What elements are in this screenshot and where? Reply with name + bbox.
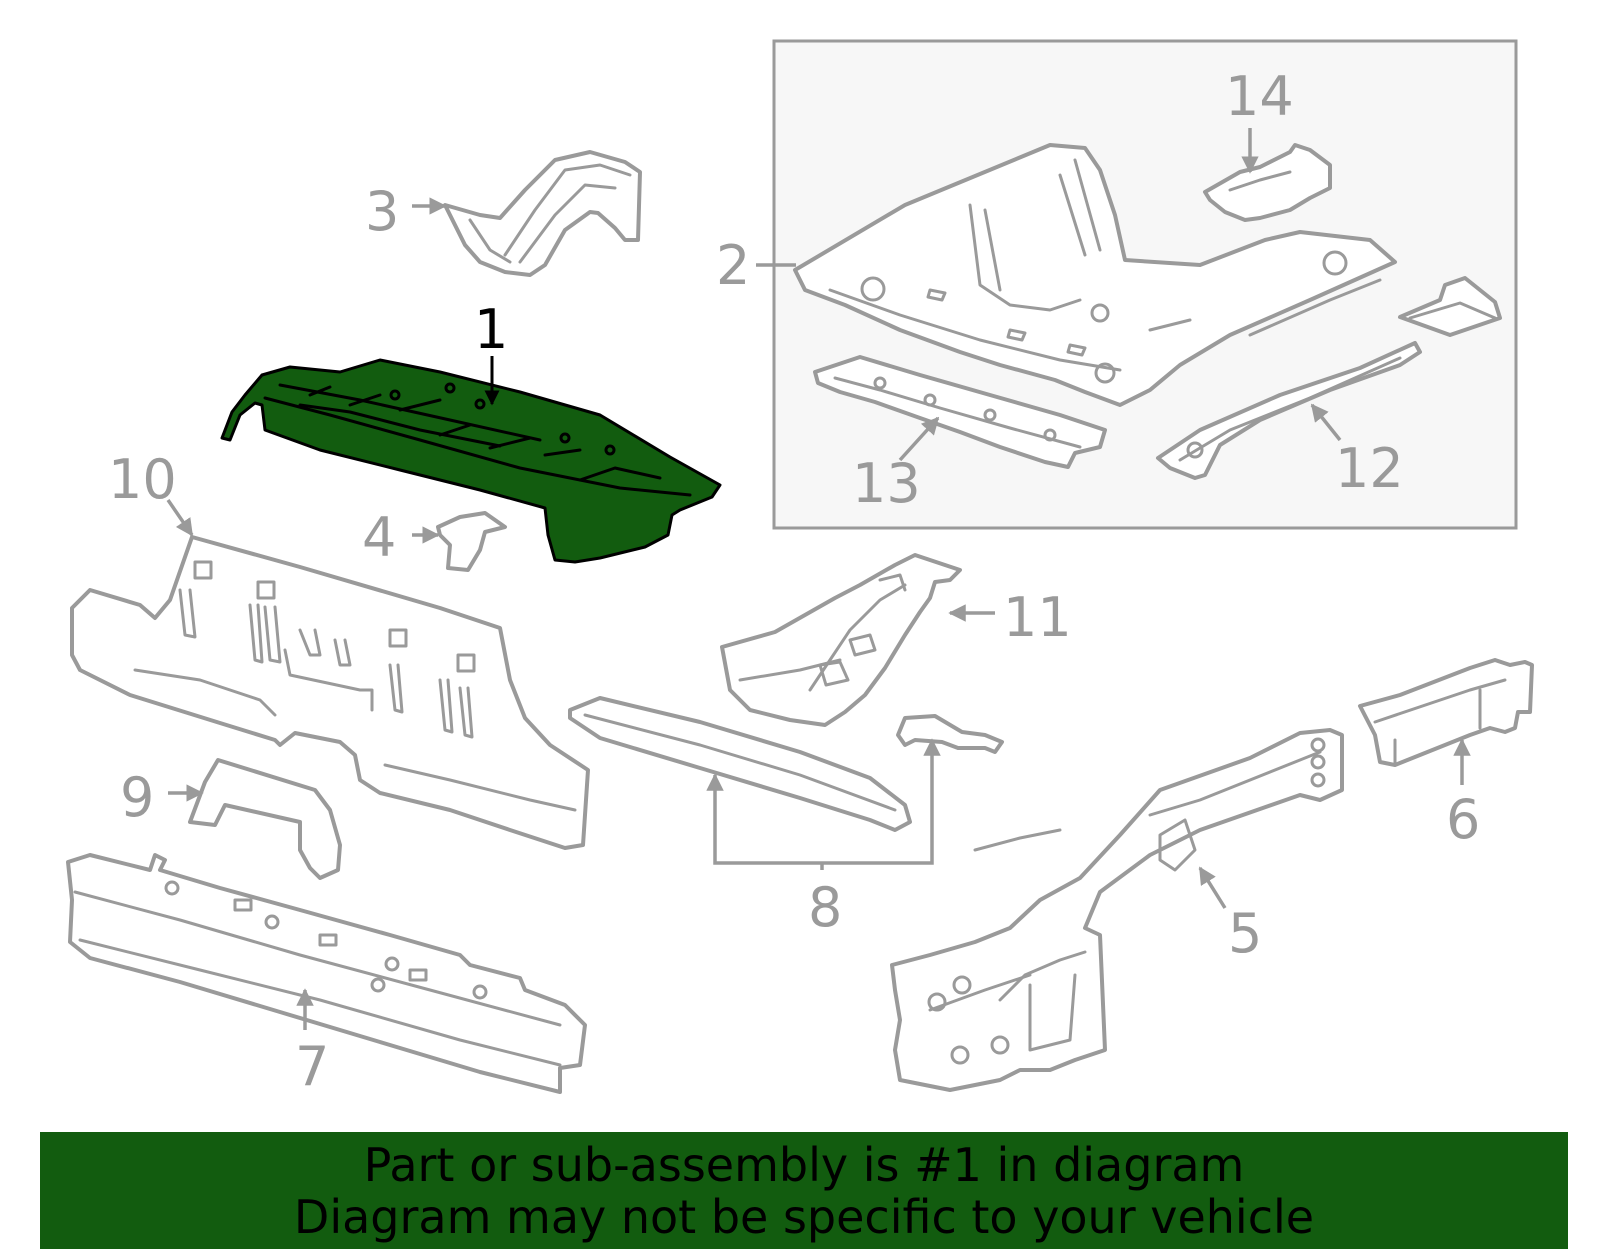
callout-14: 14 bbox=[1225, 65, 1294, 128]
callout-10: 10 bbox=[108, 448, 177, 511]
part-6-rail-extension[interactable] bbox=[1358, 658, 1534, 767]
callout-1: 1 bbox=[474, 298, 508, 361]
callout-2: 2 bbox=[716, 234, 750, 297]
info-banner: Part or sub-assembly is #1 in diagram Di… bbox=[40, 1132, 1568, 1249]
callout-labels: 1 2 3 4 5 6 7 8 9 10 11 12 13 14 bbox=[108, 65, 1480, 1098]
callout-3: 3 bbox=[365, 180, 399, 243]
part-7-sill[interactable] bbox=[66, 853, 587, 1094]
banner-line-2: Diagram may not be specific to your vehi… bbox=[293, 1189, 1315, 1244]
part-11-wheelhouse[interactable] bbox=[720, 553, 962, 727]
callout-11: 11 bbox=[1003, 586, 1072, 649]
part-10-rear-panel[interactable] bbox=[70, 535, 590, 850]
part-3-bracket[interactable] bbox=[443, 150, 642, 277]
part-13-cross-member[interactable] bbox=[813, 355, 1107, 469]
part-5-frame-rail[interactable] bbox=[890, 728, 1344, 1092]
part-12-rail[interactable] bbox=[1156, 341, 1422, 480]
callout-8: 8 bbox=[808, 876, 842, 939]
part-9-brace[interactable] bbox=[188, 758, 342, 880]
callout-9: 9 bbox=[120, 766, 154, 829]
callout-13: 13 bbox=[852, 452, 921, 515]
callout-6: 6 bbox=[1446, 788, 1480, 851]
part-2-bracket-right[interactable] bbox=[1398, 276, 1502, 337]
leader-lines bbox=[166, 128, 1471, 1030]
part-4-bracket[interactable] bbox=[436, 511, 507, 572]
callout-5: 5 bbox=[1228, 902, 1262, 965]
part-14-bracket[interactable] bbox=[1203, 143, 1332, 222]
part-8-bracket[interactable] bbox=[896, 714, 1004, 754]
part-2-floor-pan[interactable] bbox=[793, 143, 1397, 407]
part-1-rear-floor-panel[interactable] bbox=[220, 358, 722, 564]
callout-4: 4 bbox=[362, 506, 396, 569]
part-8-sill-left[interactable] bbox=[568, 696, 912, 832]
banner-line-1: Part or sub-assembly is #1 in diagram bbox=[363, 1137, 1245, 1192]
callout-7: 7 bbox=[295, 1035, 329, 1098]
callout-12: 12 bbox=[1335, 437, 1404, 500]
